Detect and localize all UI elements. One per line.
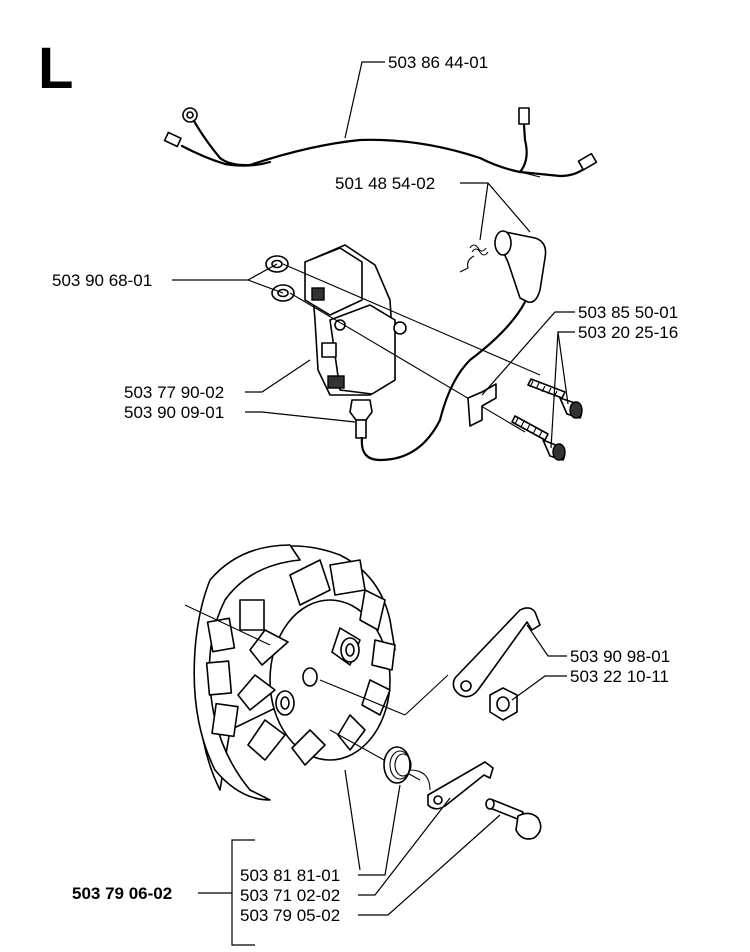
screws-drawing [511, 378, 583, 461]
spark-plug-cap-drawing [459, 230, 547, 304]
label-pawl: 503 71 02-02 [240, 886, 340, 905]
label-wire-harness: 503 86 44-01 [388, 53, 488, 72]
nut-drawing [489, 687, 518, 721]
section-letter: L [38, 36, 73, 101]
label-pawl-arm: 503 90 98-01 [570, 647, 670, 666]
pawl-arm-drawing [452, 607, 541, 698]
label-washer: 503 90 68-01 [52, 271, 152, 290]
label-spark-plug-cap: 501 48 54-02 [335, 174, 435, 193]
label-kit-number: 503 79 06-02 [72, 884, 172, 903]
label-nut: 503 22 10-11 [570, 667, 669, 686]
label-pin: 503 79 05-02 [240, 906, 340, 925]
label-spring: 503 81 81-01 [240, 866, 340, 885]
pin-drawing [485, 798, 542, 840]
ignition-lead [360, 300, 527, 462]
label-screws: 503 20 25-16 [578, 323, 678, 342]
label-plug-lead: 503 90 09-01 [124, 403, 224, 422]
spring-drawing [383, 746, 431, 791]
washers-drawing [265, 255, 295, 302]
ignition-module-drawing [304, 244, 407, 439]
label-bracket: 503 85 50-01 [578, 303, 678, 322]
pawl-drawing [427, 761, 494, 810]
wire-harness-drawing [163, 107, 598, 178]
label-ignition-module: 503 77 90-02 [124, 383, 224, 402]
bracket-drawing [467, 383, 497, 427]
flywheel-drawing [184, 544, 449, 801]
